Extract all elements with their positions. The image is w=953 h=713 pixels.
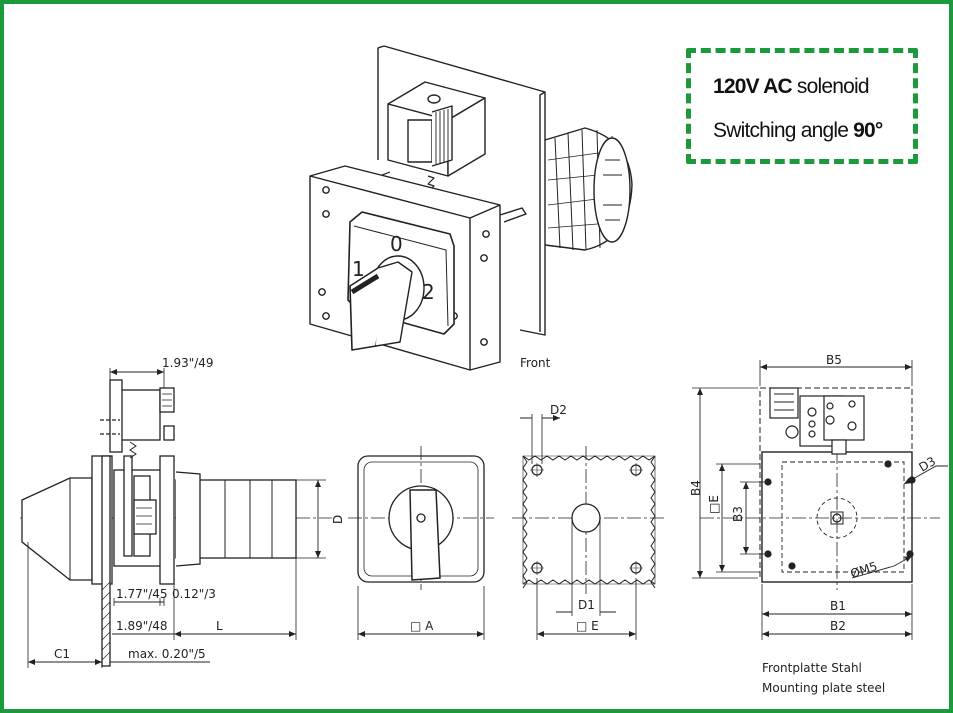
dial-label-0: 0 [390, 232, 403, 256]
dim-rear-E: □E [707, 495, 721, 514]
side-knob [21, 477, 93, 581]
dial-label-1: 1 [352, 257, 365, 281]
front-view [348, 446, 494, 640]
side-view [20, 368, 332, 668]
callout-voltage: 120V AC [713, 75, 793, 98]
callout-line-solenoid: 120V AC solenoid [713, 75, 870, 99]
callout-angle-value: 90° [853, 119, 883, 142]
callout-line-angle: Switching angle 90° [713, 119, 883, 143]
selector-knob [349, 255, 425, 351]
dial-label-2: 2 [422, 280, 435, 304]
cutout-view [512, 414, 666, 640]
dim-side-D: D [331, 515, 345, 524]
iso-caption: Front [520, 356, 551, 370]
note-german: Frontplatte Stahl [762, 661, 862, 675]
rear-switch-drum [544, 127, 633, 251]
callout-angle-text: Switching angle [713, 119, 849, 142]
dim-front-A: □ A [410, 619, 434, 633]
dim-rear-B2: B2 [830, 619, 846, 633]
dim-side-012: 0.12"/3 [172, 587, 216, 601]
dim-side-177: 1.77"/45 [116, 587, 168, 601]
dim-side-max: max. 0.20"/5 [128, 647, 206, 661]
spec-callout: 120V AC solenoid Switching angle 90° [686, 48, 918, 164]
solenoid-block [387, 81, 486, 201]
dim-cutout-D1: D1 [578, 598, 595, 612]
dim-side-L: L [216, 619, 223, 633]
dim-rear-B5: B5 [826, 353, 842, 367]
callout-solenoid: solenoid [796, 75, 870, 98]
dim-side-189: 1.89"/48 [116, 619, 168, 633]
dim-cutout-E: □ E [576, 619, 599, 633]
dim-rear-B1: B1 [830, 599, 846, 613]
dim-rear-B3: B3 [731, 506, 745, 522]
dim-rear-B4: B4 [689, 480, 703, 496]
note-english: Mounting plate steel [762, 681, 885, 695]
rear-view [692, 360, 948, 640]
dim-rear-D3: D3 [917, 454, 939, 475]
dim-cutout-D2: D2 [550, 403, 567, 417]
dim-side-top: 1.93"/49 [162, 356, 214, 370]
isometric-view [309, 45, 633, 371]
dim-side-C1: C1 [54, 647, 70, 661]
